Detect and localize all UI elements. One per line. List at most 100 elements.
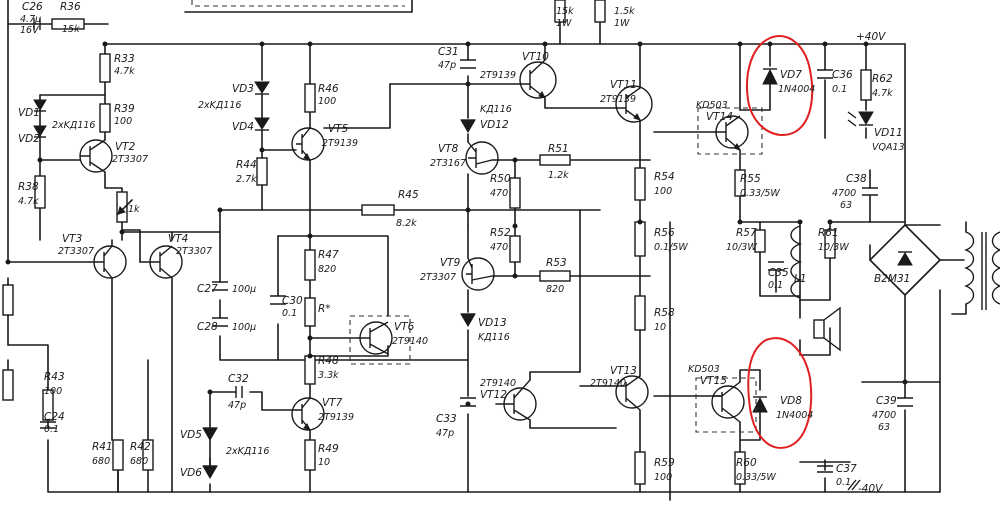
ground-symbol bbox=[847, 479, 861, 491]
label-vt4-type: 2T3307 bbox=[176, 246, 212, 257]
label-r33-val: 4.7k bbox=[114, 66, 135, 77]
label-c27-val: 100μ bbox=[232, 284, 256, 295]
diode-vd4 bbox=[254, 117, 270, 131]
label-vt15-type: KD503 bbox=[688, 364, 720, 375]
label-r57: R57 bbox=[736, 227, 757, 239]
bridge-b2m31 bbox=[897, 251, 913, 266]
diode-vd2 bbox=[33, 125, 47, 138]
label-r36-val: 15k bbox=[62, 24, 80, 35]
label-vt6-type: 2T9140 bbox=[392, 336, 428, 347]
resistor-r48 bbox=[304, 355, 316, 385]
label-vd7: VD7 bbox=[780, 69, 802, 81]
resistor-r61 bbox=[824, 229, 836, 259]
capacitor-c32 bbox=[235, 386, 243, 398]
resistor-left-lower bbox=[2, 369, 14, 401]
diode-vd12 bbox=[460, 119, 476, 133]
label-r49-val: 10 bbox=[318, 457, 330, 468]
label-r13-val2: 1W bbox=[556, 18, 572, 29]
label-vd1: VD1 bbox=[18, 107, 40, 119]
transistor-vt5 bbox=[291, 127, 325, 161]
label-c39-val2: 63 bbox=[878, 422, 890, 433]
label-c32-val: 47p bbox=[228, 400, 246, 411]
label-r39: R39 bbox=[114, 103, 135, 115]
resistor-15k bbox=[554, 0, 566, 23]
label-vd2: VD2 bbox=[18, 133, 40, 145]
resistor-r43 bbox=[42, 389, 54, 421]
capacitor-c27 bbox=[212, 281, 228, 291]
resistor-r39 bbox=[99, 103, 111, 133]
label-r47-val: 820 bbox=[318, 264, 336, 275]
resistor-r58 bbox=[634, 295, 646, 331]
label-c26-val1: 4.7μ bbox=[20, 14, 41, 25]
label-vd8: VD8 bbox=[780, 395, 802, 407]
rail-negative: -40V bbox=[858, 483, 883, 495]
label-vt7-type: 2T9139 bbox=[318, 412, 354, 423]
resistor-r38 bbox=[34, 175, 46, 209]
label-r14-val2: 1W bbox=[614, 18, 630, 29]
wires bbox=[7, 0, 965, 501]
resistor-r49 bbox=[304, 439, 316, 471]
label-r38: R38 bbox=[18, 181, 39, 193]
label-r52: R52 bbox=[490, 227, 511, 239]
label-r54-val: 100 bbox=[654, 186, 672, 197]
resistor-left-upper bbox=[2, 284, 14, 316]
label-vt2: VT2 bbox=[115, 141, 136, 153]
label-r45: R45 bbox=[398, 189, 419, 201]
transistor-vt9 bbox=[461, 257, 495, 291]
label-bridge: B2M31 bbox=[874, 273, 910, 285]
label-c28: C28 bbox=[197, 321, 218, 333]
diode-vd7 bbox=[762, 68, 778, 85]
label-vd56-type: 2xKД116 bbox=[226, 446, 269, 457]
label-r55-val: 0.33/5W bbox=[740, 188, 780, 199]
resistors bbox=[2, 0, 872, 485]
red-highlight-bottom bbox=[747, 337, 813, 449]
label-c24-val: 0.1 bbox=[44, 424, 59, 435]
capacitor-c28 bbox=[212, 317, 228, 327]
label-vd7-type: 1N4004 bbox=[778, 84, 815, 95]
label-vd11: VD11 bbox=[874, 127, 903, 139]
label-vt11: VT11 bbox=[610, 79, 637, 91]
label-vt8-type: 2T3167 bbox=[430, 158, 466, 169]
label-r50: R50 bbox=[490, 173, 511, 185]
transformer bbox=[951, 221, 1000, 315]
label-r54: R54 bbox=[654, 171, 675, 183]
label-vt12-type: 2T9140 bbox=[480, 378, 516, 389]
speaker-icon bbox=[813, 306, 841, 352]
capacitor-c26 bbox=[33, 18, 41, 30]
diode-vd6 bbox=[202, 465, 218, 479]
label-c33: C33 bbox=[436, 413, 457, 425]
label-r-star: R* bbox=[318, 303, 331, 315]
label-c24: C24 bbox=[44, 411, 65, 423]
label-vd8-type: 1N4004 bbox=[776, 410, 813, 421]
label-r62: R62 bbox=[872, 73, 893, 85]
trimmer-1k bbox=[116, 191, 128, 223]
label-c30-val: 0.1 bbox=[282, 308, 297, 319]
label-vd12-type2: KД116 bbox=[480, 104, 512, 115]
label-c36-val: 0.1 bbox=[832, 84, 847, 95]
label-r59: R59 bbox=[654, 457, 675, 469]
capacitor-c24 bbox=[40, 421, 56, 429]
label-l1: L1 bbox=[794, 273, 807, 285]
label-vt8: VT8 bbox=[438, 143, 459, 155]
led-vd11 bbox=[847, 111, 874, 127]
label-vt13-type: 2T9140 bbox=[590, 378, 626, 389]
transistor-vt12 bbox=[503, 379, 537, 421]
label-c36: C36 bbox=[832, 69, 853, 81]
label-r48-val: 3.3k bbox=[318, 370, 339, 381]
label-vt10-type: 2T9139 bbox=[480, 70, 516, 81]
vt6-dashed-box bbox=[349, 315, 411, 365]
label-r33: R33 bbox=[114, 53, 135, 65]
label-r46-val: 100 bbox=[318, 96, 336, 107]
label-r45-val: 8.2k bbox=[396, 218, 417, 229]
resistor-r54 bbox=[634, 167, 646, 201]
resistor-r52 bbox=[509, 235, 521, 263]
diode-vd8 bbox=[752, 396, 768, 413]
label-vt12: VT12 bbox=[480, 389, 507, 401]
transistor-vt10 bbox=[519, 59, 557, 99]
label-r36: R36 bbox=[60, 1, 81, 13]
label-vd11-type: VQA13 bbox=[872, 142, 905, 153]
label-r41: R41 bbox=[92, 441, 113, 453]
label-vt11-type: 2T9139 bbox=[600, 94, 636, 105]
